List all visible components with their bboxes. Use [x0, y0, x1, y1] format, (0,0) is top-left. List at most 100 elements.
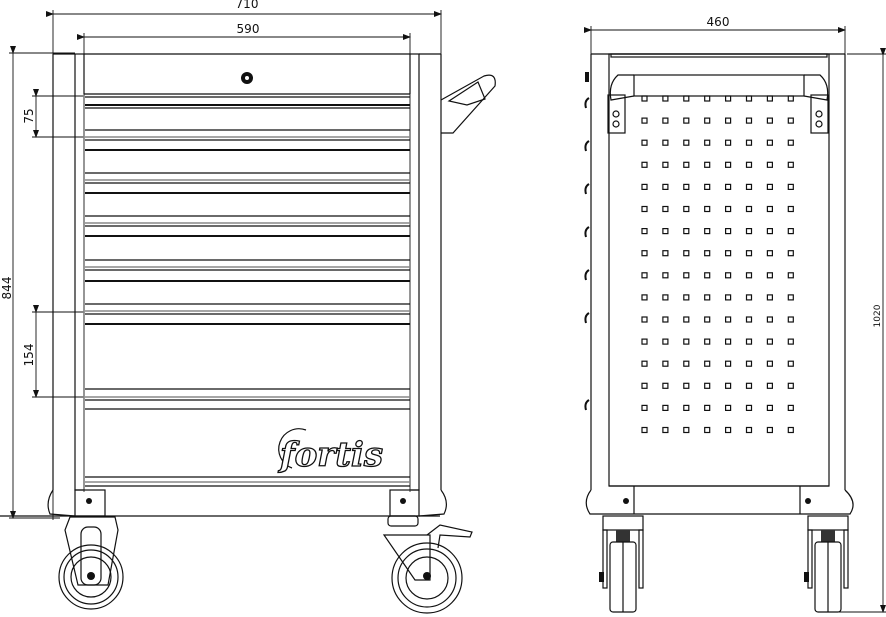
drawer-2: [85, 129, 410, 151]
perforation-hole: [641, 250, 648, 257]
perforation-hole: [787, 205, 794, 213]
side-view: 460 1020: [584, 15, 886, 613]
caster-swivel-brake: [382, 515, 473, 614]
perforation-hole: [704, 404, 711, 411]
perforation-hole: [641, 272, 648, 279]
perforation-hole: [787, 294, 794, 301]
perforation-hole: [745, 139, 753, 146]
perforation-hole: [683, 382, 690, 389]
cabinet-front: [52, 53, 442, 492]
perforation-hole: [641, 139, 648, 146]
perforation-hole: [704, 382, 711, 389]
perforation-hole: [662, 95, 669, 102]
perforation-hole: [766, 250, 774, 257]
perforation-hole: [766, 139, 774, 146]
perforation-hole: [766, 117, 774, 124]
perforation-hole: [787, 272, 794, 279]
bolt-icon: [805, 498, 811, 504]
perforation-hole: [724, 117, 732, 124]
perforation-hole: [662, 360, 669, 367]
perforation-hole: [745, 338, 753, 345]
perforation-hole: [724, 228, 732, 235]
drawers: [84, 93, 410, 487]
perforation-hole: [641, 183, 648, 190]
perforation-hole: [766, 183, 774, 190]
perforation-hole: [704, 338, 711, 345]
bolt-icon: [623, 498, 629, 504]
drawer-3: [85, 172, 410, 194]
perforation-hole: [787, 117, 794, 124]
perforation-hole: [662, 316, 669, 323]
perforation-hole: [683, 426, 690, 434]
perforation-grid: [641, 95, 794, 434]
dim-844-label: 844: [0, 277, 14, 300]
perforation-hole: [766, 95, 774, 102]
perforation-hole: [704, 360, 711, 367]
perforation-hole: [683, 272, 690, 279]
perforation-hole: [683, 205, 690, 213]
perforation-hole: [662, 404, 669, 411]
cabinet-side: [584, 53, 846, 490]
perforation-hole: [724, 95, 732, 102]
perforation-hole: [704, 117, 711, 124]
perforation-hole: [662, 338, 669, 345]
perforation-hole: [662, 382, 669, 389]
perforation-hole: [641, 161, 648, 168]
perforation-hole: [704, 228, 711, 235]
perforation-hole: [724, 426, 732, 434]
dimension-depth: 460: [584, 15, 846, 54]
perforation-hole: [724, 272, 732, 279]
perforation-hole: [683, 95, 690, 102]
perforation-hole: [641, 294, 648, 301]
caster-fixed: [58, 516, 124, 610]
caster-side-left: [599, 515, 644, 613]
perforation-hole: [724, 404, 732, 411]
dim-1020-label: 1020: [873, 304, 883, 327]
perforation-hole: [641, 426, 648, 434]
perforation-hole: [745, 95, 753, 102]
perforation-hole: [724, 205, 732, 213]
perforation-hole: [766, 161, 774, 168]
perforation-hole: [683, 250, 690, 257]
perforation-hole: [683, 117, 690, 124]
drawer-5: [85, 259, 410, 282]
perforation-hole: [787, 228, 794, 235]
perforation-hole: [704, 161, 711, 168]
dim-460-label: 460: [707, 15, 730, 29]
perforation-hole: [766, 316, 774, 323]
perforation-hole: [641, 117, 648, 124]
perforation-hole: [745, 161, 753, 168]
perforation-hole: [745, 205, 753, 213]
perforation-hole: [766, 426, 774, 434]
perforation-hole: [641, 316, 648, 323]
logo-text: fortis: [278, 435, 383, 475]
perforation-hole: [641, 228, 648, 235]
perforation-hole: [662, 228, 669, 235]
perforation-hole: [683, 139, 690, 146]
perforation-hole: [662, 250, 669, 257]
perforation-hole: [704, 316, 711, 323]
side-handle: [440, 74, 496, 134]
perforation-hole: [766, 294, 774, 301]
perforation-hole: [683, 294, 690, 301]
perforation-hole: [683, 316, 690, 323]
perforation-hole: [745, 382, 753, 389]
dimension-height: 844: [0, 46, 75, 519]
top-handle-bar: [633, 74, 805, 97]
perforation-hole: [641, 404, 648, 411]
perforation-hole: [662, 161, 669, 168]
bolt-icon: [86, 498, 92, 504]
perforation-hole: [787, 382, 794, 389]
perforation-hole: [745, 117, 753, 124]
perforation-hole: [683, 404, 690, 411]
perforation-hole: [724, 360, 732, 367]
perforation-hole: [787, 161, 794, 168]
perforation-hole: [704, 139, 711, 146]
perforation-hole: [787, 316, 794, 323]
perforation-hole: [641, 205, 648, 213]
perforation-hole: [787, 360, 794, 367]
perforation-hole: [724, 183, 732, 190]
perforation-hole: [662, 272, 669, 279]
perforation-hole: [683, 183, 690, 190]
dim-75-label: 75: [22, 108, 36, 123]
